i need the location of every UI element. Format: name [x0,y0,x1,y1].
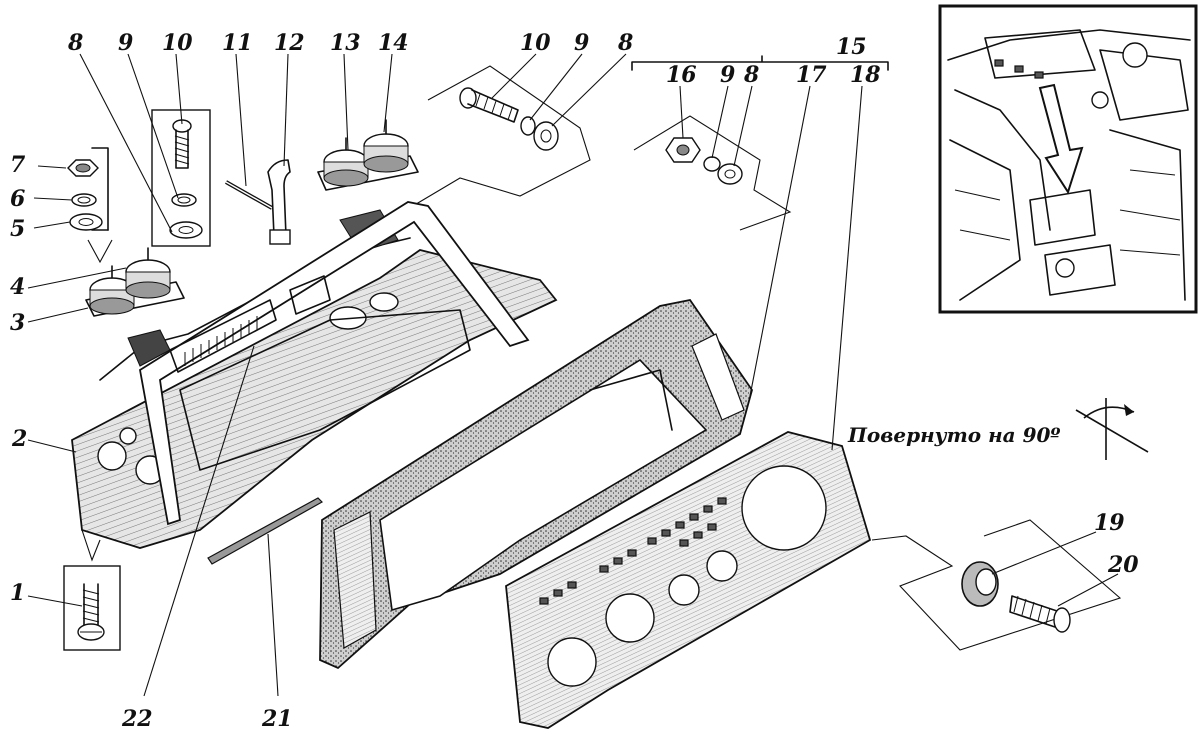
washer-6 [71,193,97,207]
nut-7 [67,159,99,177]
spring-washer-9b [520,116,536,136]
callout-20: 20 [1107,552,1139,578]
callout-15: 15 [836,34,867,60]
callout-3: 3 [10,310,25,336]
indicator-lamps [539,497,727,605]
screw-1-group [63,529,121,651]
hardware-group-5-7 [67,147,113,264]
screw-20 [1009,595,1071,633]
rotation-symbol-icon [1075,398,1149,460]
callout-10b: 10 [520,30,551,56]
frame-22 [139,201,530,526]
callout-18: 18 [850,62,881,88]
callout-2: 2 [11,426,27,452]
spring-washer-9a [171,193,197,207]
screw-1 [77,583,105,641]
screw-10 [172,119,192,169]
callout-16: 16 [666,62,697,88]
inset-arrow-icon [1038,83,1084,195]
knob-19 [961,561,999,607]
washer-5 [69,213,103,231]
screw-10b [459,87,519,123]
inset-cab-illustration [947,29,1191,301]
callout-7: 7 [10,152,26,178]
hardware-group-8-10 [151,109,211,247]
callout-11: 11 [222,30,253,56]
callout-4: 4 [10,274,25,300]
callout-8a: 8 [67,30,83,56]
callout-9b: 9 [574,30,589,56]
spring-washer-9c [703,156,721,172]
leader-lines [27,53,1119,697]
inset-view [938,4,1198,314]
washer-8a [169,221,203,239]
hardware-group-8-10-upper [395,65,591,217]
nut-16 [665,137,701,163]
dashboard-housing-2 [71,209,558,549]
callout-19: 19 [1094,510,1125,536]
callout-1: 1 [10,580,25,606]
callout-10a: 10 [162,30,193,56]
callout-labels: 7 6 5 4 3 2 1 8 9 10 11 12 13 14 10 9 8 … [10,30,1139,732]
twin-gauge-13-14 [317,119,419,191]
face-plate-18 [505,431,872,729]
callout-9c: 9 [720,62,735,88]
callout-22: 22 [121,706,153,732]
callout-21: 21 [261,706,293,732]
callout-8b: 8 [617,30,633,56]
seal-strip-21 [207,497,323,565]
knob-group-19-20 [871,519,1122,651]
twin-gauge-3-4 [85,247,185,317]
washer-8c [717,163,743,185]
callout-8c: 8 [743,62,759,88]
callout-13: 13 [330,30,361,56]
hardware-group-15 [631,55,889,231]
rod-11 [225,180,273,210]
rotation-note: Повернуто на 90º [847,423,1060,447]
washer-8b [533,121,559,151]
callout-9a: 9 [118,30,133,56]
callout-14: 14 [378,30,409,56]
callout-6: 6 [10,186,25,212]
bezel-17 [319,299,753,670]
callout-12: 12 [274,30,305,56]
sleeve-12 [267,159,291,245]
callout-17: 17 [796,62,827,88]
callout-5: 5 [10,216,25,242]
